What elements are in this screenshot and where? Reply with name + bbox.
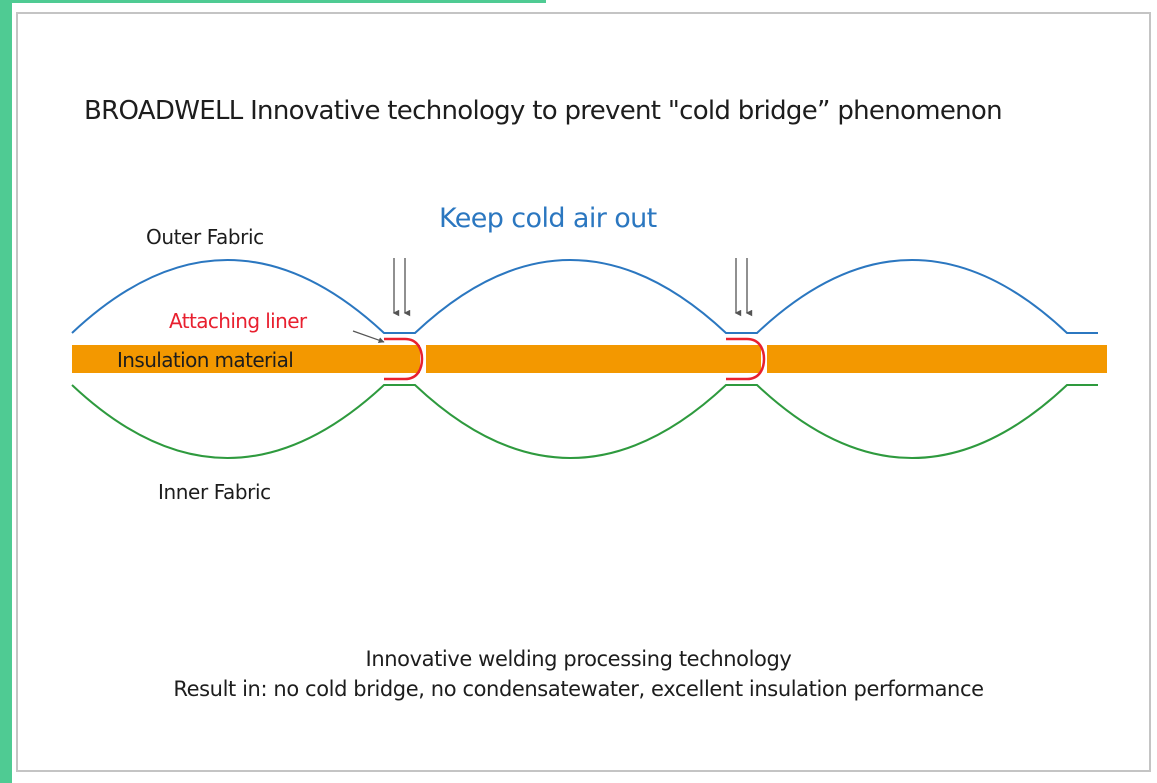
inner-fabric-label: Inner Fabric [158, 480, 271, 504]
page-title: BROADWELL Innovative technology to preve… [84, 96, 1003, 126]
liner-weld-1 [384, 337, 424, 381]
outer-fabric-line [71, 259, 1098, 334]
accent-strip [0, 0, 12, 783]
accent-top-bar [0, 0, 546, 3]
footer-line-1: Innovative welding processing technology [365, 647, 792, 671]
attaching-liner-label: Attaching liner [169, 309, 308, 333]
keep-cold-air-out-label: Keep cold air out [439, 203, 657, 234]
cold-air-arrows [392, 258, 753, 317]
attaching-liner [384, 337, 766, 381]
insulation-segment-2 [426, 345, 761, 373]
insulation-segment-1 [72, 345, 420, 373]
insulation-material-bar [72, 345, 1107, 373]
footer-line-2: Result in: no cold bridge, no condensate… [173, 677, 984, 701]
insulation-material-label: Insulation material [117, 348, 293, 372]
inner-fabric-line [71, 384, 1098, 459]
liner-leader-line [352, 330, 385, 344]
diagram-frame [16, 12, 1151, 772]
outer-fabric-label: Outer Fabric [146, 225, 264, 249]
liner-weld-2 [726, 337, 766, 381]
insulation-segment-3 [767, 345, 1107, 373]
